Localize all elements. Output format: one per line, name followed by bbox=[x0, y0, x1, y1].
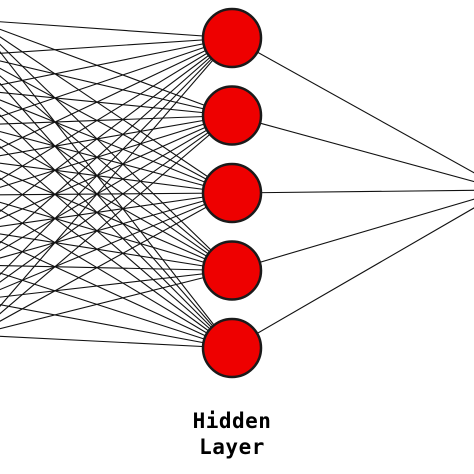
connection-input-1-to-hidden-3 bbox=[0, 36, 233, 194]
connection-input-8-to-hidden-3 bbox=[0, 192, 233, 259]
connection-input-10-to-hidden-5 bbox=[0, 335, 233, 349]
connection-input-5-to-hidden-1 bbox=[0, 37, 233, 149]
connection-input-4-to-hidden-1 bbox=[0, 37, 233, 118]
connection-input-9-to-hidden-4 bbox=[0, 269, 233, 298]
connection-input-5-to-hidden-2 bbox=[0, 114, 233, 157]
connection-input-10-to-hidden-2 bbox=[0, 115, 233, 315]
connection-hidden-2-to-output bbox=[231, 114, 474, 183]
connection-hidden-3-to-output bbox=[231, 189, 474, 194]
connection-input-7-to-hidden-5 bbox=[0, 240, 233, 349]
connection-input-8-to-hidden-4 bbox=[0, 264, 233, 272]
connection-input-6-to-hidden-1 bbox=[0, 37, 233, 181]
hidden-layer-label: Hidden Layer bbox=[182, 408, 282, 460]
connection-input-7-to-hidden-4 bbox=[0, 233, 233, 272]
connection-hidden-4-to-output bbox=[231, 198, 474, 272]
connection-input-9-to-hidden-1 bbox=[0, 37, 233, 276]
connection-input-10-to-hidden-3 bbox=[0, 192, 233, 322]
connection-input-1-to-hidden-5 bbox=[0, 51, 233, 349]
connection-input-6-to-hidden-2 bbox=[0, 114, 233, 188]
hidden-node-1 bbox=[201, 7, 263, 69]
connection-input-4-to-hidden-3 bbox=[0, 131, 233, 194]
connection-input-7-to-hidden-3 bbox=[0, 192, 233, 227]
connection-input-8-to-hidden-1 bbox=[0, 37, 233, 244]
connection-input-3-to-hidden-4 bbox=[0, 106, 233, 271]
connection-input-7-to-hidden-2 bbox=[0, 114, 233, 220]
connection-input-2-to-hidden-4 bbox=[0, 75, 233, 271]
connection-input-3-to-hidden-1 bbox=[0, 37, 233, 86]
connection-input-5-to-hidden-5 bbox=[0, 177, 233, 349]
connection-input-1-to-hidden-2 bbox=[0, 28, 233, 117]
connection-input-2-to-hidden-1 bbox=[0, 37, 233, 54]
input-to-hidden-connections bbox=[0, 21, 233, 349]
connection-hidden-1-to-output bbox=[231, 37, 474, 174]
connection-input-6-to-hidden-3 bbox=[0, 192, 233, 196]
hidden-node-2 bbox=[201, 85, 263, 146]
connection-input-7-to-hidden-1 bbox=[0, 37, 233, 213]
connection-input-9-to-hidden-3 bbox=[0, 192, 233, 291]
connection-input-8-to-hidden-5 bbox=[0, 272, 233, 349]
connection-input-8-to-hidden-2 bbox=[0, 115, 233, 252]
connection-input-5-to-hidden-3 bbox=[0, 162, 233, 194]
connection-input-4-to-hidden-4 bbox=[0, 138, 233, 271]
connection-input-4-to-hidden-5 bbox=[0, 145, 233, 349]
connection-input-1-to-hidden-1 bbox=[0, 21, 233, 39]
hidden-to-output-connections bbox=[231, 37, 474, 349]
hidden-node-4 bbox=[201, 240, 263, 301]
hidden-node-3 bbox=[201, 162, 263, 224]
connection-input-2-to-hidden-2 bbox=[0, 60, 233, 117]
connection-input-2-to-hidden-5 bbox=[0, 82, 233, 349]
hidden-layer-nodes bbox=[201, 7, 263, 379]
connection-input-9-to-hidden-5 bbox=[0, 304, 233, 349]
connection-input-10-to-hidden-1 bbox=[0, 37, 233, 307]
hidden-layer-label-line1: Hidden bbox=[192, 409, 272, 433]
connection-input-9-to-hidden-2 bbox=[0, 115, 233, 283]
connection-input-3-to-hidden-2 bbox=[0, 91, 233, 117]
connection-input-1-to-hidden-4 bbox=[0, 43, 233, 271]
hidden-layer-label-line2: Layer bbox=[199, 435, 265, 459]
connection-hidden-5-to-output bbox=[231, 207, 474, 349]
hidden-node-5 bbox=[201, 317, 263, 379]
connection-input-5-to-hidden-4 bbox=[0, 170, 233, 272]
connection-input-4-to-hidden-2 bbox=[0, 114, 233, 125]
connection-input-3-to-hidden-3 bbox=[0, 99, 233, 194]
connection-input-2-to-hidden-3 bbox=[0, 67, 233, 194]
connection-input-3-to-hidden-5 bbox=[0, 114, 233, 349]
connection-input-6-to-hidden-4 bbox=[0, 201, 233, 272]
connection-input-6-to-hidden-5 bbox=[0, 209, 233, 349]
connection-input-10-to-hidden-4 bbox=[0, 269, 233, 330]
